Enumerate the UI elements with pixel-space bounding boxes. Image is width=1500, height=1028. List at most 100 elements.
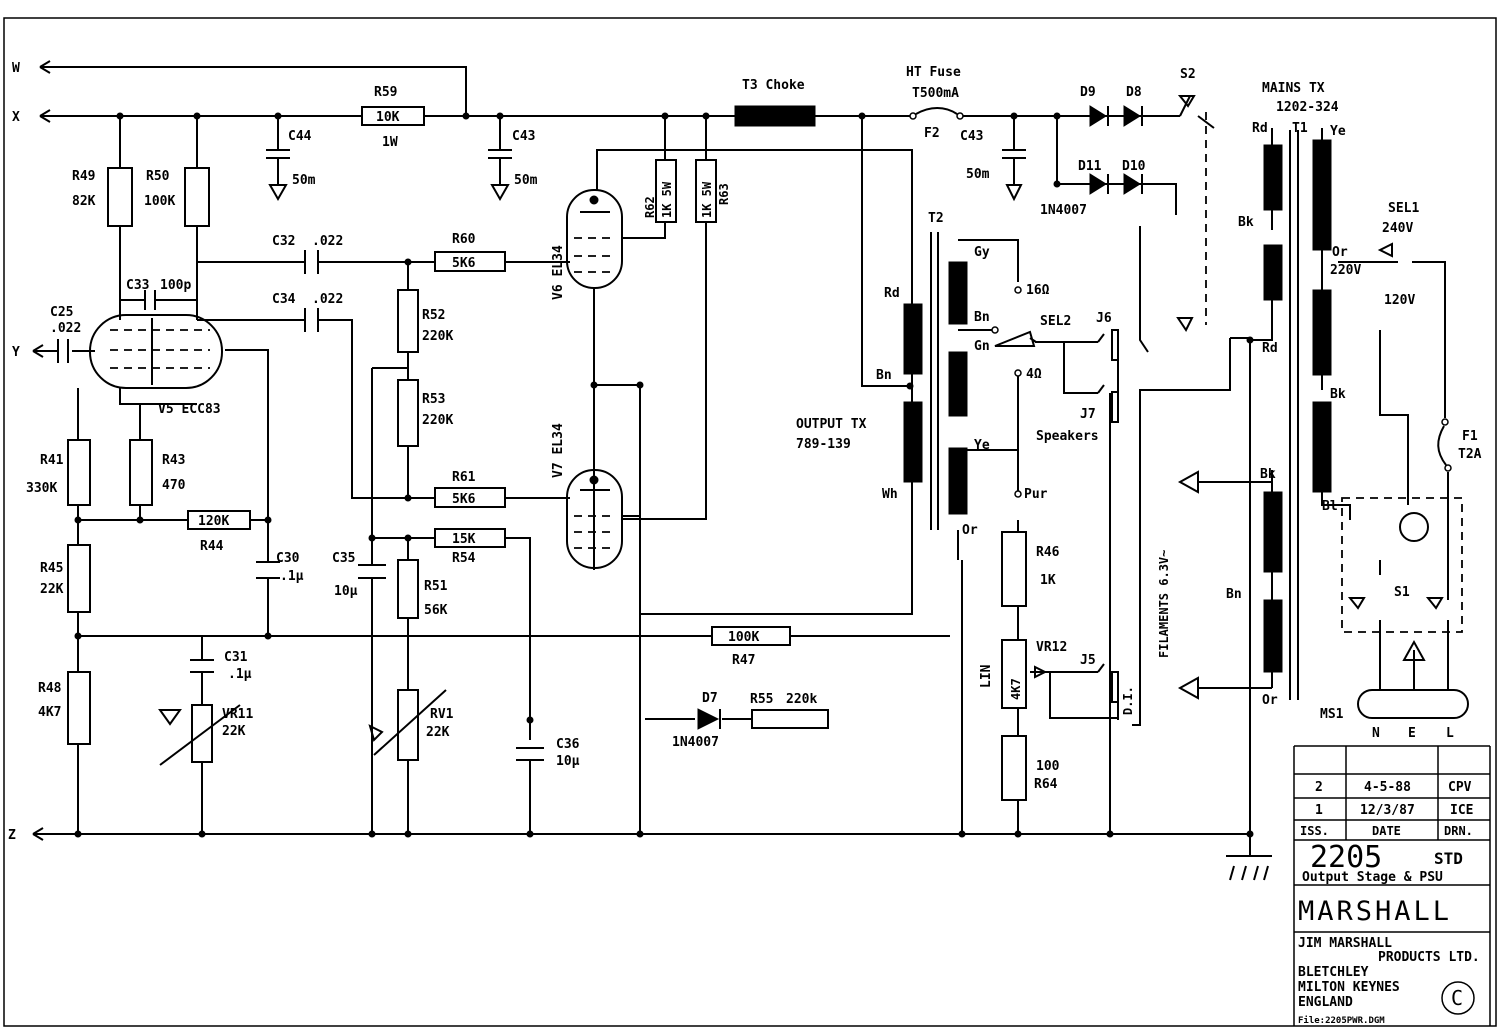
capacitor-c44 xyxy=(266,149,290,202)
s1-switch xyxy=(1347,597,1444,610)
output-transformer xyxy=(903,232,968,530)
r45-value: 22K xyxy=(40,582,64,597)
copyright-icon: C xyxy=(1451,986,1463,1010)
c25-ref: C25 xyxy=(50,305,73,320)
resistor-r47 xyxy=(711,626,791,646)
d7-type: 1N4007 xyxy=(672,735,719,750)
mains-tx-part: 1202-324 xyxy=(1276,100,1339,115)
ms1-n: N xyxy=(1372,726,1380,741)
ot-gn: Gn xyxy=(974,339,990,354)
ot-bn2: Bn xyxy=(974,310,990,325)
t2-ref: T2 xyxy=(928,211,944,226)
r51-value: 56K xyxy=(424,603,448,618)
r55-ref: R55 xyxy=(750,692,773,707)
r49-ref: R49 xyxy=(72,169,95,184)
v7-label: V7 EL34 xyxy=(551,423,566,478)
r51-ref: R51 xyxy=(424,579,448,594)
mt-bk: Bk xyxy=(1238,215,1254,230)
title-block xyxy=(1293,745,1491,1026)
j5-label: J5 xyxy=(1080,653,1096,668)
resistor-r54 xyxy=(434,528,506,548)
resistor-r48 xyxy=(67,671,91,745)
c43a-ref: C43 xyxy=(512,129,535,144)
c34-ref: C34 xyxy=(272,292,296,307)
ms1-e: E xyxy=(1408,726,1416,741)
r62-value: 1K 5W xyxy=(660,181,674,218)
r63-value: 1K 5W xyxy=(700,181,714,218)
r54-value: 15K xyxy=(452,532,476,547)
mains-transformer xyxy=(1263,130,1332,700)
c33-value: 100p xyxy=(160,278,191,293)
ot-or: Or xyxy=(962,523,978,538)
r50-value: 100K xyxy=(144,194,175,209)
c31-ref: C31 xyxy=(224,650,248,665)
c32-value: .022 xyxy=(312,234,343,249)
mains-tx-ref: T1 xyxy=(1292,121,1308,136)
resistor-r51 xyxy=(397,559,419,619)
resistor-r45 xyxy=(67,544,91,613)
s2-label: S2 xyxy=(1180,67,1196,82)
v6-label: V6 EL34 xyxy=(551,245,566,300)
r59-value: 10K xyxy=(376,110,400,125)
c35-value: 10µ xyxy=(334,584,358,599)
r55-value: 220k xyxy=(786,692,817,707)
ht-fuse-ref: F2 xyxy=(924,126,940,141)
r41-value: 330K xyxy=(26,481,57,496)
resistor-r43 xyxy=(129,439,153,506)
resistor-r52 xyxy=(397,289,419,353)
valve-v7 xyxy=(566,469,623,569)
filaments-label: FILAMENTS 6.3V~ xyxy=(1157,550,1171,658)
capacitor-c31 xyxy=(190,659,214,673)
r45-ref: R45 xyxy=(40,561,63,576)
r41-ref: R41 xyxy=(40,453,64,468)
tb-brand: MARSHALL xyxy=(1298,896,1452,927)
sel1-240v: 240V xyxy=(1382,221,1413,236)
r43-ref: R43 xyxy=(162,453,185,468)
r59-note: 1W xyxy=(382,135,398,150)
capacitor-c32 xyxy=(304,250,319,274)
mt-or2: Or xyxy=(1262,693,1278,708)
mains-tx-title: MAINS TX xyxy=(1262,81,1325,96)
vr11-ref: VR11 xyxy=(222,707,253,722)
fuse-f2 xyxy=(909,107,964,120)
vr11-arrow xyxy=(158,704,241,766)
resistor-r64 xyxy=(1001,735,1027,801)
tb-row2-drn: ICE xyxy=(1450,803,1473,818)
mt-bk3: Bk xyxy=(1260,467,1276,482)
capacitor-c43-left xyxy=(488,149,512,202)
resistor-r60 xyxy=(434,251,506,272)
d10-label: D10 xyxy=(1122,159,1146,174)
d7-label: D7 xyxy=(702,691,718,706)
ms1-l: L xyxy=(1446,726,1454,741)
c31-value: .1µ xyxy=(228,667,252,682)
tb-std: STD xyxy=(1434,849,1463,868)
mt-rd2: Rd xyxy=(1262,341,1278,356)
diodes-psu xyxy=(1085,105,1155,195)
c44-value: 50m xyxy=(292,173,316,188)
sel1-label: SEL1 xyxy=(1388,201,1419,216)
j7-label: J7 xyxy=(1080,407,1096,422)
sel2-switch xyxy=(994,329,1119,703)
s2-switch xyxy=(1176,95,1196,332)
d10-type: 1N4007 xyxy=(1040,203,1087,218)
ms1-label: MS1 xyxy=(1320,707,1344,722)
diode-d7 xyxy=(697,708,721,730)
tb-company1: JIM MARSHALL xyxy=(1298,936,1392,951)
sel1-120v: 120V xyxy=(1384,293,1415,308)
capacitor-c25 xyxy=(57,339,69,363)
r60-ref: R60 xyxy=(452,232,476,247)
c35-ref: C35 xyxy=(332,551,355,566)
r54-ref: R54 xyxy=(452,551,476,566)
r59-ref: R59 xyxy=(374,85,397,100)
r52-ref: R52 xyxy=(422,308,445,323)
r63-ref: R63 xyxy=(717,183,731,205)
ht-fuse-value: T500mA xyxy=(912,86,959,101)
r64-ref: R64 xyxy=(1034,777,1058,792)
tb-subtitle: Output Stage & PSU xyxy=(1302,870,1443,885)
pot-vr12 xyxy=(1001,639,1027,709)
c34-value: .022 xyxy=(312,292,343,307)
capacitor-c34 xyxy=(304,308,319,332)
c44-ref: C44 xyxy=(288,129,312,144)
mt-ye: Ye xyxy=(1330,124,1346,139)
